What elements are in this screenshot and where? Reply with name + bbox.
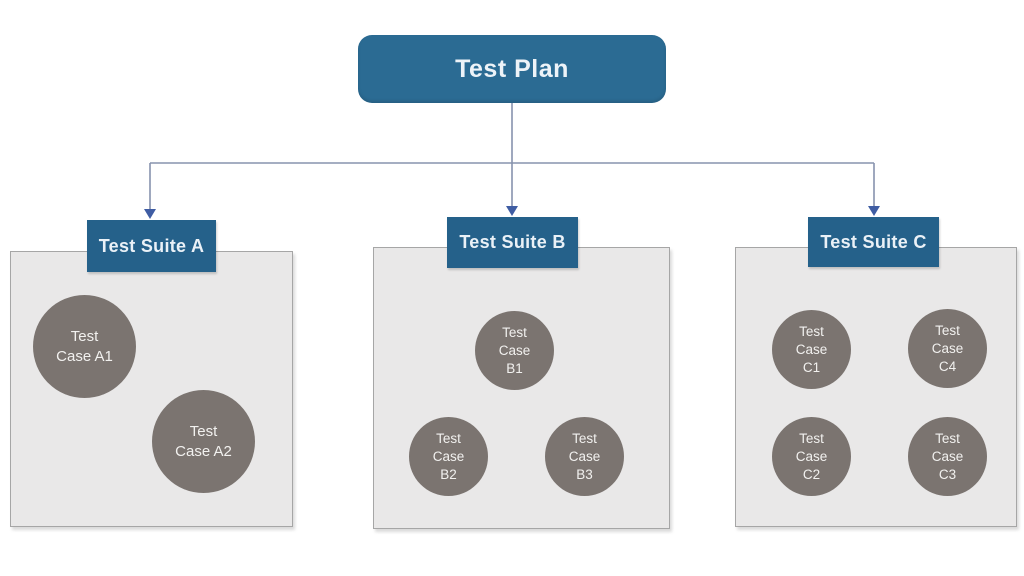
test-case-c1-node: Test Case C1 [772,310,851,389]
arrowhead-b [506,206,518,216]
test-case-a2-node: Test Case A2 [152,390,255,493]
test-suite-c-label: Test Suite C [820,231,927,252]
test-case-c3-node: Test Case C3 [908,417,987,496]
arrowhead-a [144,209,156,219]
test-plan-node: Test Plan [358,35,666,103]
test-case-a1-label: Test Case A1 [56,327,113,365]
arrowhead-c [868,206,880,216]
test-case-b1-label: Test Case B1 [498,324,531,376]
test-suite-b-node: Test Suite B [447,217,578,268]
test-suite-c-container: Test Case C1 Test Case C4 Test Case C2 T… [735,247,1017,527]
test-case-b1-node: Test Case B1 [475,311,554,390]
test-case-b2-label: Test Case B2 [432,430,465,482]
test-plan-label: Test Plan [455,54,569,83]
test-case-b2-node: Test Case B2 [409,417,488,496]
test-case-a2-label: Test Case A2 [175,422,232,460]
test-suite-b-container: Test Case B1 Test Case B2 Test Case B3 [373,247,670,529]
test-suite-c-node: Test Suite C [808,217,939,267]
test-case-c2-label: Test Case C2 [795,430,828,482]
test-case-a1-node: Test Case A1 [33,295,136,398]
test-case-c4-node: Test Case C4 [908,309,987,388]
test-suite-a-label: Test Suite A [98,235,205,256]
test-suite-a-container: Test Case A1 Test Case A2 [10,251,293,527]
test-case-b3-label: Test Case B3 [568,430,601,482]
test-suite-b-label: Test Suite B [459,232,566,252]
test-case-c2-node: Test Case C2 [772,417,851,496]
test-case-c3-label: Test Case C3 [931,430,964,482]
test-suite-a-node: Test Suite A [87,220,216,272]
test-case-c1-label: Test Case C1 [795,323,828,375]
test-case-b3-node: Test Case B3 [545,417,624,496]
test-case-c4-label: Test Case C4 [931,322,964,374]
